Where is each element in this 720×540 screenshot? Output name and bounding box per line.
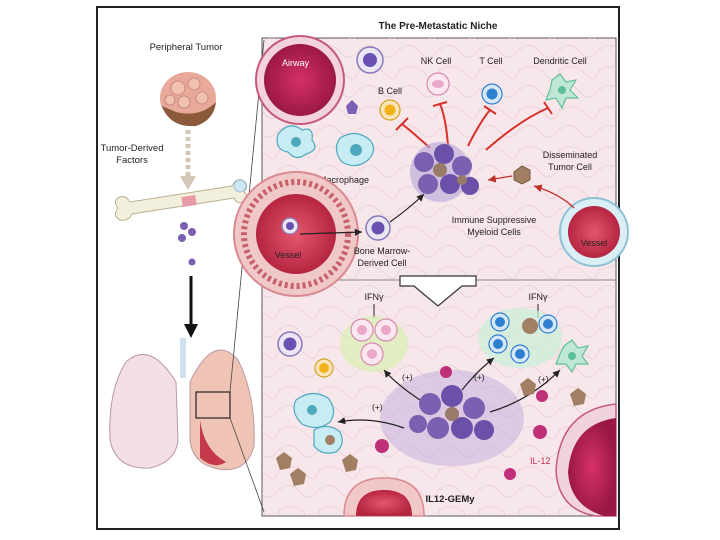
b-cell-bottom [314, 358, 334, 378]
transition-arrow [399, 275, 477, 307]
purple-cell-bottom [277, 331, 303, 357]
magenta-cells-bottom [375, 366, 548, 480]
lung-zoom-box [195, 391, 231, 419]
vessel-to-dtc-arrow [533, 184, 575, 209]
bmdc-to-cluster-arrow [389, 193, 425, 223]
dtc-arrow [487, 174, 513, 183]
nk-cell-icon [426, 72, 450, 96]
vessel-left-icon [233, 171, 359, 297]
immune-suppressive-label-2: Myeloid Cells [467, 227, 521, 237]
disseminated-label-2: Tumor Cell [548, 162, 592, 172]
dendritic-cell-label: Dendritic Cell [533, 56, 587, 66]
bone-icon [114, 179, 248, 221]
airway-bottom-right [555, 403, 617, 517]
purple-cell-top [356, 46, 384, 74]
macrophage-bottom-1 [293, 392, 335, 429]
migration-arrow [184, 276, 198, 338]
vessel-bottom-left [343, 477, 425, 517]
page-title: The Pre-Metastatic Niche [379, 21, 498, 32]
bone-marrow-cells [178, 222, 196, 266]
plus-3: (+) [538, 374, 549, 384]
vessel-right-label: Vessel [581, 238, 608, 248]
bone-marrow-cell-icon [365, 215, 391, 241]
gemy-label: IL12-GEMy [425, 494, 475, 505]
lungs-icon [109, 39, 265, 513]
bone-marrow-label-1: Bone Marrow- [354, 246, 411, 256]
b-cell-icon [379, 99, 401, 121]
myeloid-cluster-bottom [380, 370, 524, 466]
vessel-to-bmdc-arrow [299, 228, 363, 236]
nk-cell-label: NK Cell [421, 56, 452, 66]
plus-2: (+) [474, 372, 485, 382]
peripheral-tumor-icon [160, 72, 216, 127]
t-cell-label: T Cell [479, 56, 502, 66]
plus-4: (+) [372, 402, 383, 412]
ifn-left-label: IFNγ [365, 292, 384, 302]
tumor-cells-bottom [276, 378, 586, 486]
il12-label: IL-12 [530, 456, 551, 466]
dendritic-cell-icon [545, 73, 580, 110]
airway-label: Airway [282, 58, 310, 68]
plus-1: (+) [402, 372, 413, 382]
bone-marrow-label-2: Derived Cell [357, 258, 406, 268]
macrophage-icon-2 [335, 132, 375, 167]
disseminated-tumor-cell-icon [513, 165, 531, 185]
airway-icon [255, 35, 345, 125]
peripheral-tumor-label: Peripheral Tumor [150, 42, 223, 53]
activation-arrows [337, 357, 561, 429]
nk-cell-active-group [340, 316, 408, 372]
t-cell-active-group [478, 308, 590, 374]
b-cell-label: B Cell [378, 86, 402, 96]
vessel-right-icon [559, 197, 629, 267]
tumor-derived-label-1: Tumor-Derived [101, 143, 164, 154]
immune-suppressive-label-1: Immune Suppressive [452, 215, 537, 225]
myeloid-cluster-top [410, 142, 479, 202]
t-cell-icon [481, 83, 503, 105]
macrophage-label: Macrophage [319, 175, 369, 185]
macrophage-bottom-2 [313, 425, 343, 454]
small-purple-cell [346, 100, 358, 114]
disseminated-label-1: Disseminated [543, 150, 598, 160]
macrophage-icon-1 [276, 125, 316, 159]
ifn-right-label: IFNγ [529, 292, 548, 302]
vessel-left-label: Vessel [275, 250, 302, 260]
tumor-derived-label-2: Factors [116, 155, 148, 166]
tumor-factors-arrow [180, 130, 196, 190]
